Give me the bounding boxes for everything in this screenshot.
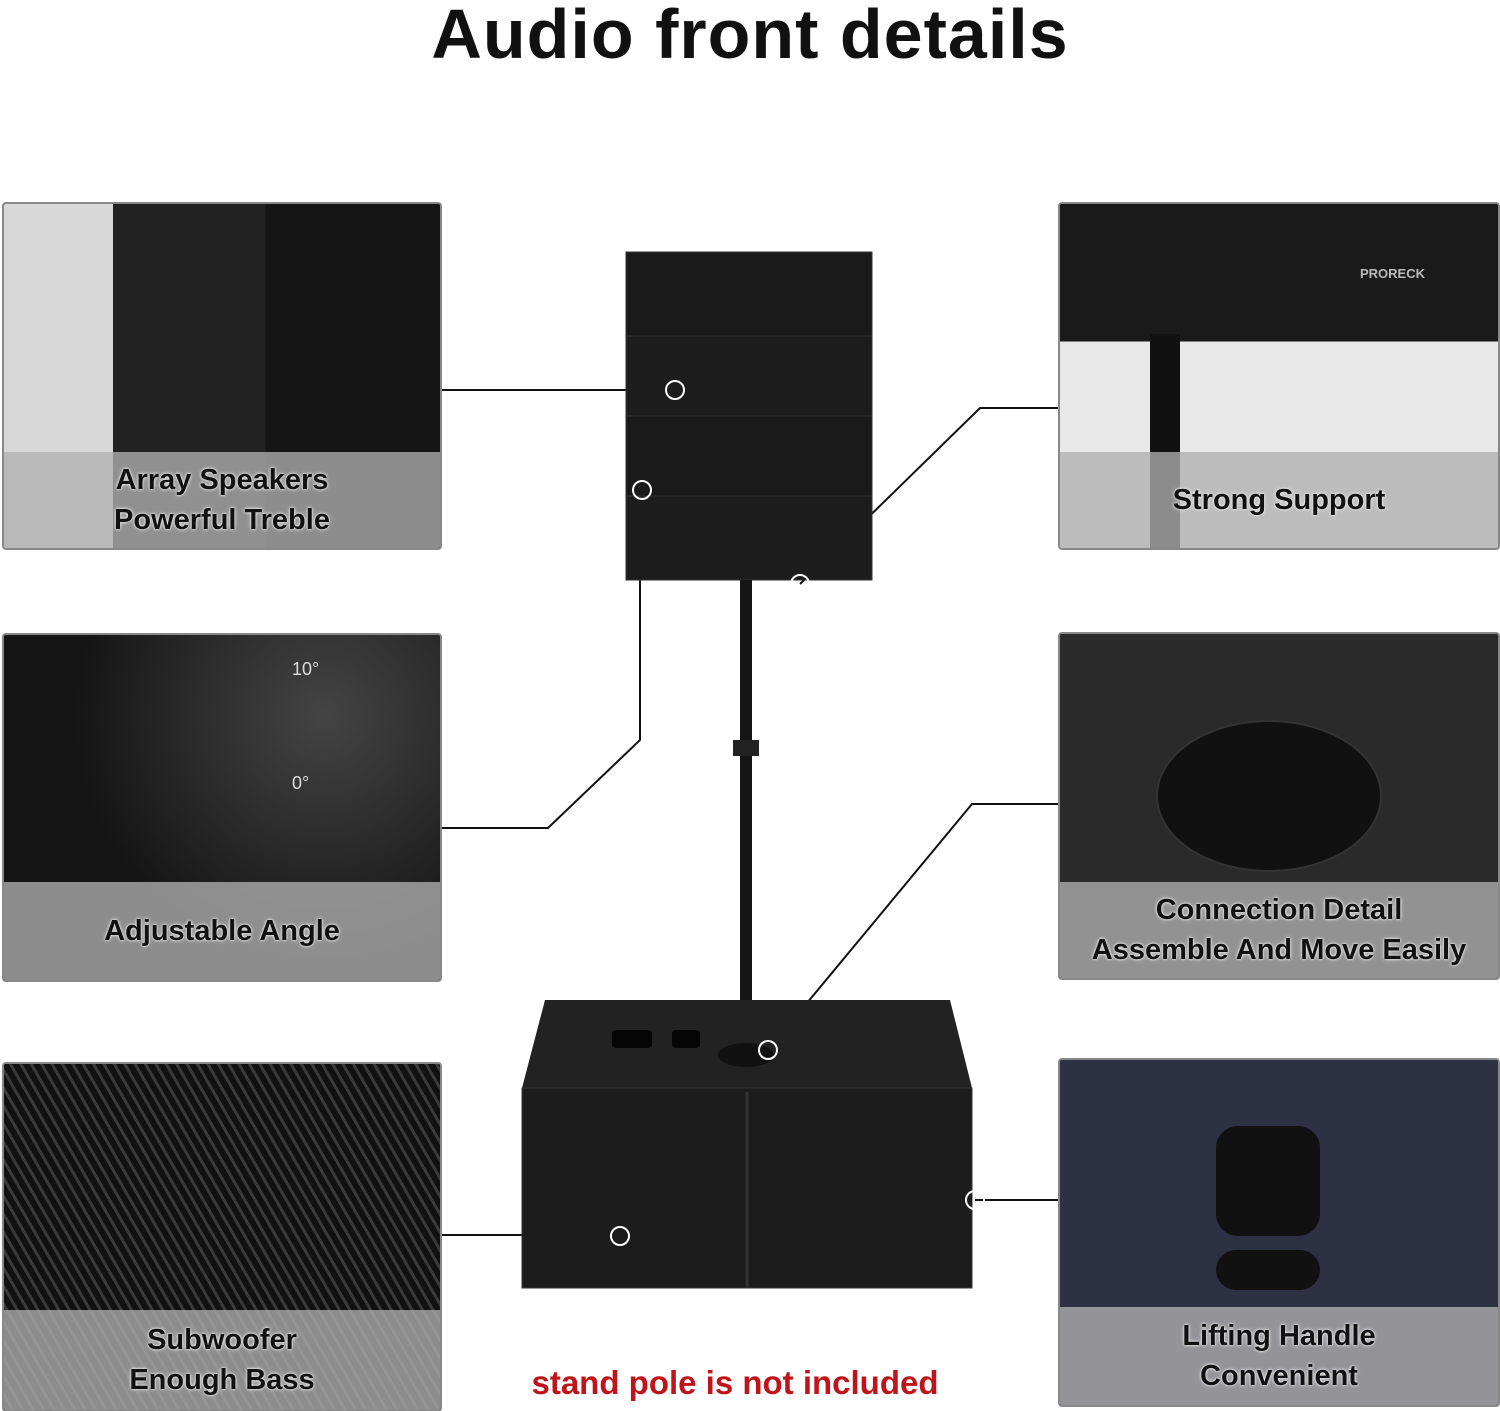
notice-text: stand pole is not included (531, 1364, 939, 1401)
panel-adjustable-angle: 10° 0° Adjustable Angle (2, 633, 442, 982)
pole-clamp (733, 740, 759, 756)
callout-circles (610, 380, 985, 1246)
caption-line: Convenient (1200, 1360, 1358, 1392)
caption-line: Enough Bass (129, 1364, 315, 1396)
caption-line: Strong Support (1172, 484, 1386, 516)
panel-strong-support: PRORECK Strong Support (1058, 202, 1500, 550)
subwoofer-cabinet (521, 1000, 973, 1289)
panel-array-speakers: Array Speakers Powerful Treble (2, 202, 442, 550)
handle-recess (1216, 1250, 1320, 1290)
caption-line: Lifting Handle (1182, 1320, 1376, 1352)
panel-connection-detail: Connection Detail Assemble And Move Easi… (1058, 632, 1500, 980)
caption-line: Powerful Treble (114, 504, 330, 536)
line-array-speakers (625, 251, 873, 581)
caption-line: Subwoofer (147, 1324, 297, 1356)
caption-line: Connection Detail (1155, 894, 1403, 926)
angle-mark: 10° (292, 659, 320, 679)
caption-line: Array Speakers (115, 464, 329, 496)
page-title: Audio front details (431, 0, 1069, 73)
caption-line: Assemble And Move Easily (1091, 934, 1467, 966)
angle-mark: 0° (292, 773, 310, 793)
panel-subwoofer: Subwoofer Enough Bass (2, 1062, 442, 1411)
handle-recess (1216, 1126, 1320, 1236)
mounting-plate (1156, 720, 1382, 872)
caption-line: Adjustable Angle (104, 915, 340, 947)
brand-logo: PRORECK (1360, 266, 1426, 281)
stand-pole (740, 580, 752, 1020)
panel-lifting-handle: Lifting Handle Convenient (1058, 1058, 1500, 1407)
